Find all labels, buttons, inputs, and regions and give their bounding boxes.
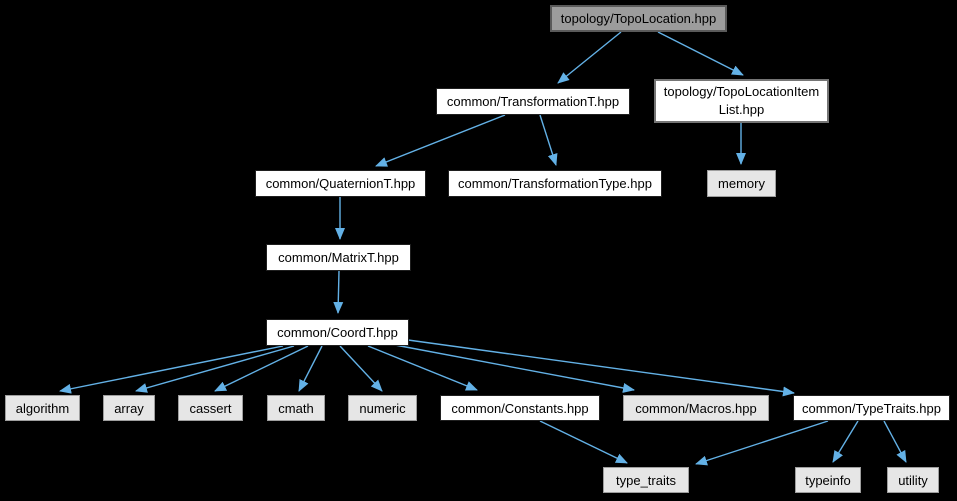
node-utility: utility xyxy=(887,467,939,493)
node-label-line: List.hpp xyxy=(718,102,765,117)
edge-coordt-to-typetraits xyxy=(407,339,795,397)
node-common-quaterniont-hpp[interactable]: common/QuaternionT.hpp xyxy=(255,170,426,197)
node-common-matrixt-hpp[interactable]: common/MatrixT.hpp xyxy=(266,244,411,271)
node-algorithm: algorithm xyxy=(5,395,80,421)
node-topology-topolocation-hpp: topology/TopoLocation.hpp xyxy=(550,5,727,32)
node-common-macros-hpp: common/Macros.hpp xyxy=(623,395,769,421)
edge-transformationt-to-transformationtype xyxy=(539,114,558,166)
node-topology-topolocationitemlist-hpp[interactable]: topology/TopoLocationItem List.hpp xyxy=(654,79,829,123)
node-label-line: topology/TopoLocationItem xyxy=(663,84,820,99)
node-cassert: cassert xyxy=(178,395,243,421)
edge-coordt-to-cmath xyxy=(298,345,323,392)
node-common-transformationtype-hpp[interactable]: common/TransformationType.hpp xyxy=(448,170,662,197)
edge-typetraitshpp-to-utility xyxy=(883,420,907,463)
edge-constants-to-typetraits-header xyxy=(539,420,628,464)
node-cmath: cmath xyxy=(267,395,325,421)
edge-topolocation-to-itemlist xyxy=(657,31,744,76)
edge-coordt-to-numeric xyxy=(339,345,383,392)
edge-coordt-to-constants xyxy=(367,345,478,391)
node-common-coordt-hpp[interactable]: common/CoordT.hpp xyxy=(266,319,409,346)
node-array: array xyxy=(103,395,155,421)
node-numeric: numeric xyxy=(348,395,417,421)
edge-topolocation-to-transformationt xyxy=(557,31,622,84)
edge-typetraitshpp-to-typeinfo xyxy=(832,420,859,463)
node-common-constants-hpp[interactable]: common/Constants.hpp xyxy=(440,395,600,421)
edge-typetraitshpp-to-typetraits xyxy=(695,420,829,466)
node-memory: memory xyxy=(707,170,776,197)
edge-coordt-to-cassert xyxy=(214,345,309,392)
node-type-traits: type_traits xyxy=(603,467,689,493)
edge-coordt-to-array xyxy=(135,345,295,393)
node-common-transformationt-hpp[interactable]: common/TransformationT.hpp xyxy=(436,88,630,115)
node-typeinfo: typeinfo xyxy=(795,467,861,493)
node-common-typetraits-hpp[interactable]: common/TypeTraits.hpp xyxy=(793,395,950,421)
edge-transformationt-to-quaterniont xyxy=(375,114,506,167)
edge-coordt-to-macros xyxy=(394,344,635,393)
edge-matrixt-to-coordt xyxy=(333,270,344,314)
edge-coordt-to-algorithm xyxy=(59,345,284,394)
